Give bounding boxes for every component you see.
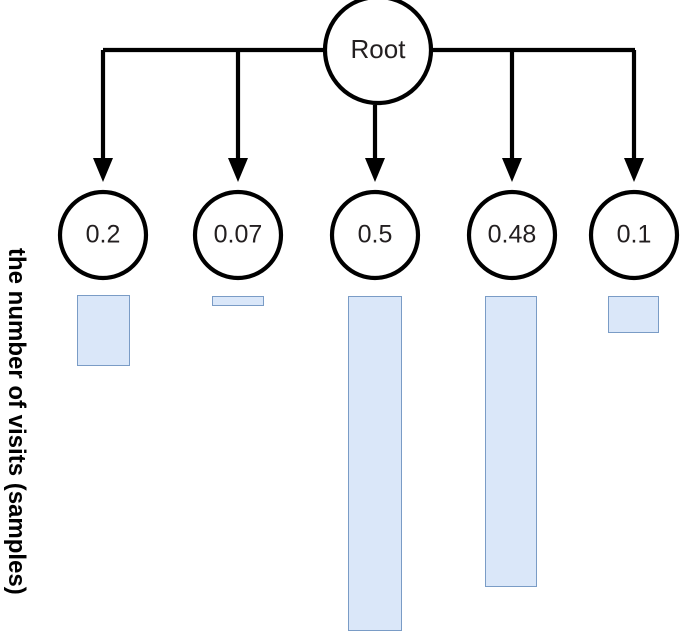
edge-to-child-4 bbox=[502, 50, 522, 182]
node-child-1[interactable]: 0.2 bbox=[57, 189, 149, 281]
node-child-4-circle bbox=[466, 189, 558, 281]
node-child-5-label: 0.1 bbox=[617, 221, 652, 249]
visit-bar-3 bbox=[348, 296, 402, 631]
edge-to-child-1 bbox=[93, 50, 113, 182]
visit-bar-2 bbox=[212, 296, 264, 306]
edge-to-child-2 bbox=[228, 50, 248, 182]
node-child-3-circle bbox=[329, 189, 421, 281]
arrow-head-2 bbox=[228, 158, 248, 182]
edge-to-child-3 bbox=[365, 105, 385, 182]
node-root[interactable]: Root bbox=[322, 0, 434, 106]
visit-bar-5 bbox=[608, 296, 659, 333]
node-child-2-circle bbox=[192, 189, 284, 281]
node-child-4-label: 0.48 bbox=[488, 221, 537, 249]
node-child-1-label: 0.2 bbox=[86, 221, 121, 249]
node-child-1-circle bbox=[57, 189, 149, 281]
arrow-head-4 bbox=[502, 158, 522, 182]
node-root-circle bbox=[322, 0, 434, 106]
node-child-2[interactable]: 0.07 bbox=[192, 189, 284, 281]
visit-bar-1 bbox=[77, 295, 130, 366]
arrow-head-1 bbox=[93, 158, 113, 182]
edge-to-child-5 bbox=[624, 50, 644, 182]
node-child-3-label: 0.5 bbox=[358, 221, 393, 249]
node-child-3[interactable]: 0.5 bbox=[329, 189, 421, 281]
visit-bar-4 bbox=[485, 296, 537, 587]
arrow-head-5 bbox=[624, 158, 644, 182]
arrow-head-3 bbox=[365, 158, 385, 182]
node-child-5-circle bbox=[588, 189, 680, 281]
node-root-label: Root bbox=[351, 34, 407, 64]
y-axis-label: the number of visits (samples) bbox=[3, 248, 30, 595]
node-child-2-label: 0.07 bbox=[214, 221, 263, 249]
node-child-5[interactable]: 0.1 bbox=[588, 189, 680, 281]
node-child-4[interactable]: 0.48 bbox=[466, 189, 558, 281]
